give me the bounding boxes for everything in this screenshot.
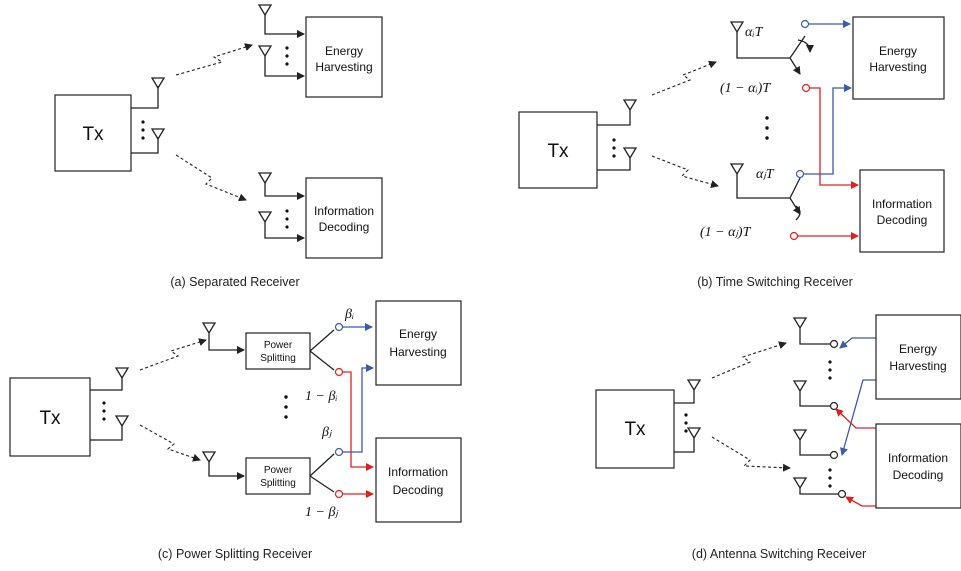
antenna-icon [150,77,166,90]
panel-d-antenna-switching-receiver: Tx Energy Harvesting Information D [595,314,961,561]
tx-feed-line [90,378,123,391]
caption: (d) Antenna Switching Receiver [692,547,866,561]
ps-label: Splitting [260,478,296,489]
tx-feed-line [674,390,695,404]
energy-label: Harvesting [889,359,946,373]
energy-label: Energy [899,342,937,356]
info-label: Decoding [319,220,370,234]
tx-feed-line [131,86,159,109]
information-decoding-box [375,437,462,523]
antenna-icon [257,45,273,58]
antenna-icon [114,415,130,428]
energy-label: Energy [399,327,437,341]
one-minus-alpha-j-label: (1 − αⱼ)T [700,225,752,240]
energy-harvesting-box [852,16,945,100]
tx-label: Tx [547,141,569,162]
wireless-link [175,154,247,202]
antenna-icon [792,317,808,330]
antenna-icon [257,172,273,185]
panel-a-separated-receiver: Tx Energy Harvesting Information Decodin… [54,4,383,289]
energy-label: Energy [879,44,917,58]
antenna-icon [686,427,702,440]
info-label: Information [872,197,932,211]
beta-j-label: βⱼ [321,425,333,440]
caption: (c) Power Splitting Receiver [158,547,312,561]
antenna-icon [150,128,166,141]
tx-feed-line [597,110,631,126]
antenna-icon [257,4,273,17]
tx-box [595,389,675,469]
antenna-icon [622,147,638,160]
alpha-j-label: αⱼT [756,167,775,182]
beta-i-label: βᵢ [344,307,354,322]
antenna-icon [792,429,808,442]
tx-label: Tx [82,124,104,145]
tx-box [9,377,91,457]
information-decoding-box [305,177,383,259]
tx-feed-line [131,137,159,154]
info-label: Information [888,451,948,465]
antenna-icon [257,211,273,224]
tx-box [54,94,132,172]
information-decoding-box [859,169,945,253]
power-splitting-box [245,457,311,495]
antenna-icon [792,380,808,393]
info-label: Decoding [877,213,928,227]
switch-arc [795,205,801,221]
tx-box [518,111,598,189]
energy-label: Harvesting [315,60,372,74]
antenna-icon [114,367,130,380]
wireless-link [651,155,719,188]
antenna-icon [729,21,745,34]
antenna-icon [686,379,702,392]
ps-label: Splitting [260,353,296,364]
info-label: Decoding [393,483,444,497]
wireless-link [175,43,253,76]
wireless-link [139,424,201,462]
panel-c-power-splitting-receiver: Tx Power Splitting βᵢ 1 − βᵢ Power Split… [9,300,462,561]
energy-harvesting-box [375,300,462,386]
antenna-icon [201,322,217,335]
antenna-icon [792,477,808,490]
tx-feed-line [90,426,123,441]
wireless-link [711,341,787,379]
wireless-link [139,338,207,371]
alpha-i-label: αᵢT [745,25,764,40]
energy-harvesting-box [305,16,383,98]
tx-label: Tx [39,408,61,429]
one-minus-beta-i-label: 1 − βᵢ [305,389,338,404]
energy-label: Energy [325,44,363,58]
info-label: Information [388,465,448,479]
tx-label: Tx [624,419,646,440]
info-label: Information [314,204,374,218]
wireless-link [711,436,791,472]
ps-label: Power [264,340,293,351]
caption: (a) Separated Receiver [170,275,299,289]
information-decoding-box [875,423,961,509]
info-label: Decoding [893,468,944,482]
ps-label: Power [264,465,293,476]
one-minus-beta-j-label: 1 − βⱼ [305,505,339,520]
antenna-icon [729,163,745,176]
antenna-icon [622,99,638,112]
one-minus-alpha-i-label: (1 − αᵢ)T [720,81,771,96]
tx-feed-line [597,158,631,171]
energy-harvesting-box [875,314,961,400]
energy-label: Harvesting [389,345,446,359]
panel-b-time-switching-receiver: Tx αᵢT (1 − αᵢ)T αⱼT (1 − αⱼ)T Energy [518,16,945,289]
switch-arc [797,39,814,53]
power-splitting-box [245,332,311,370]
wireless-link [651,60,717,96]
caption: (b) Time Switching Receiver [697,275,853,289]
tx-feed-line [674,438,695,453]
antenna-icon [201,451,217,464]
energy-label: Harvesting [869,60,926,74]
